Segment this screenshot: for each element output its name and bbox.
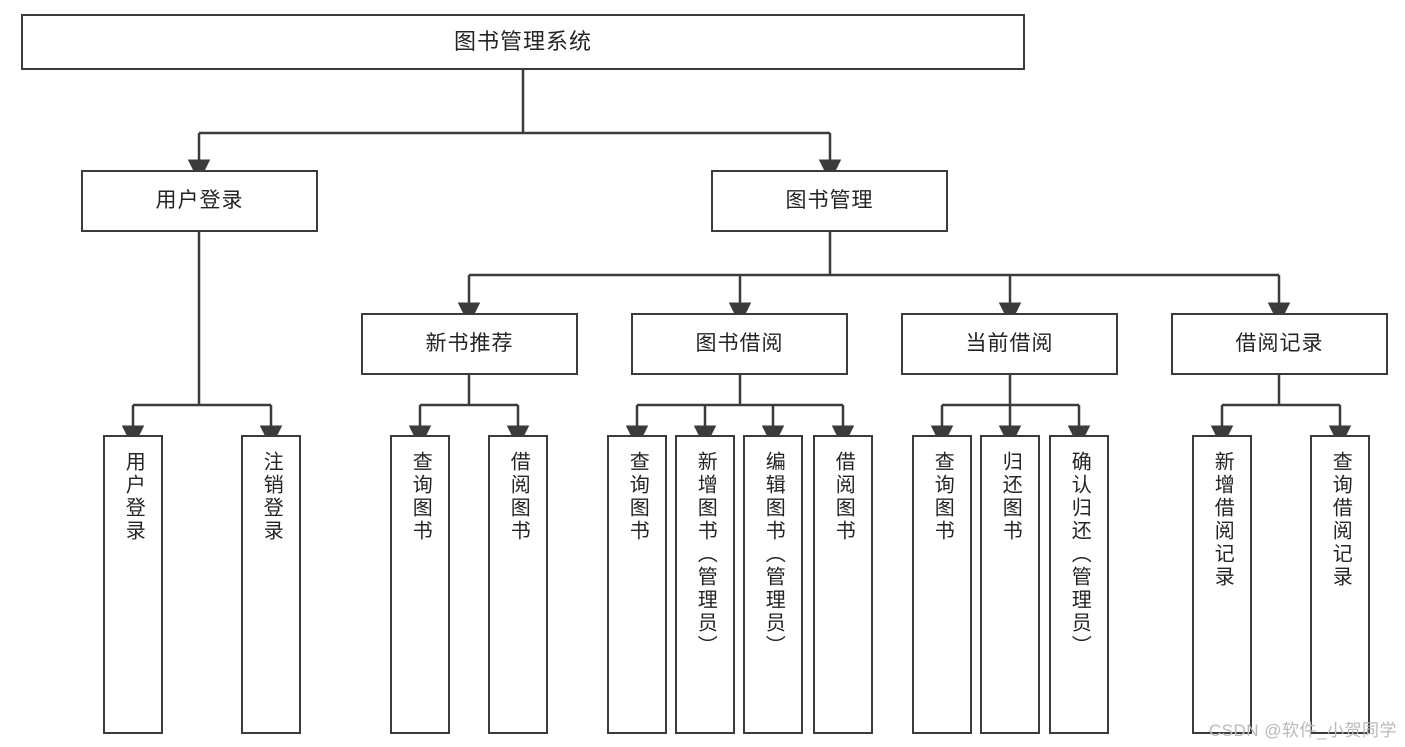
node-label: 图书借阅 xyxy=(695,331,784,355)
node-label: 新增图书（管理员） xyxy=(694,451,717,658)
node-borrow-record[interactable]: 借阅记录 xyxy=(1171,313,1388,375)
node-leaf-query-book-current[interactable]: 查询图书 xyxy=(912,435,972,734)
node-leaf-return-book[interactable]: 归还图书 xyxy=(980,435,1040,734)
node-label: 注销登录 xyxy=(260,451,283,543)
node-label: 编辑图书（管理员） xyxy=(762,451,785,658)
node-label: 新增借阅记录 xyxy=(1211,451,1234,589)
node-leaf-user-login[interactable]: 用户登录 xyxy=(103,435,163,734)
node-label: 查询借阅记录 xyxy=(1329,451,1352,589)
node-leaf-borrow-book-recommend[interactable]: 借阅图书 xyxy=(488,435,548,734)
node-label: 图书管理系统 xyxy=(453,29,592,55)
node-leaf-borrow-book[interactable]: 借阅图书 xyxy=(813,435,873,734)
node-leaf-query-book-borrow[interactable]: 查询图书 xyxy=(607,435,667,734)
node-book-borrow[interactable]: 图书借阅 xyxy=(631,313,848,375)
node-leaf-add-borrow-record[interactable]: 新增借阅记录 xyxy=(1192,435,1252,734)
node-label: 新书推荐 xyxy=(425,331,514,355)
node-label: 当前借阅 xyxy=(965,331,1054,355)
node-book-management[interactable]: 图书管理 xyxy=(711,170,948,232)
node-leaf-confirm-return-admin[interactable]: 确认归还（管理员） xyxy=(1049,435,1109,734)
node-new-book-recommend[interactable]: 新书推荐 xyxy=(361,313,578,375)
node-current-borrow[interactable]: 当前借阅 xyxy=(901,313,1118,375)
node-label: 查询图书 xyxy=(409,451,432,543)
watermark: CSDN @软件_小贺同学 xyxy=(1208,721,1397,740)
node-label: 用户登录 xyxy=(155,188,244,212)
node-leaf-query-book-recommend[interactable]: 查询图书 xyxy=(390,435,450,734)
node-leaf-query-borrow-record[interactable]: 查询借阅记录 xyxy=(1310,435,1370,734)
node-user-login[interactable]: 用户登录 xyxy=(81,170,318,232)
node-label: 用户登录 xyxy=(122,451,145,543)
node-leaf-edit-book-admin[interactable]: 编辑图书（管理员） xyxy=(743,435,803,734)
node-label: 借阅记录 xyxy=(1235,331,1324,355)
node-leaf-add-book-admin[interactable]: 新增图书（管理员） xyxy=(675,435,735,734)
node-label: 确认归还（管理员） xyxy=(1068,451,1091,658)
node-label: 查询图书 xyxy=(931,451,954,543)
node-leaf-logout[interactable]: 注销登录 xyxy=(241,435,301,734)
node-label: 查询图书 xyxy=(626,451,649,543)
node-label: 图书管理 xyxy=(785,188,874,212)
node-label: 归还图书 xyxy=(999,451,1022,543)
node-root-book-management-system[interactable]: 图书管理系统 xyxy=(21,14,1025,70)
node-label: 借阅图书 xyxy=(832,451,855,543)
node-label: 借阅图书 xyxy=(507,451,530,543)
